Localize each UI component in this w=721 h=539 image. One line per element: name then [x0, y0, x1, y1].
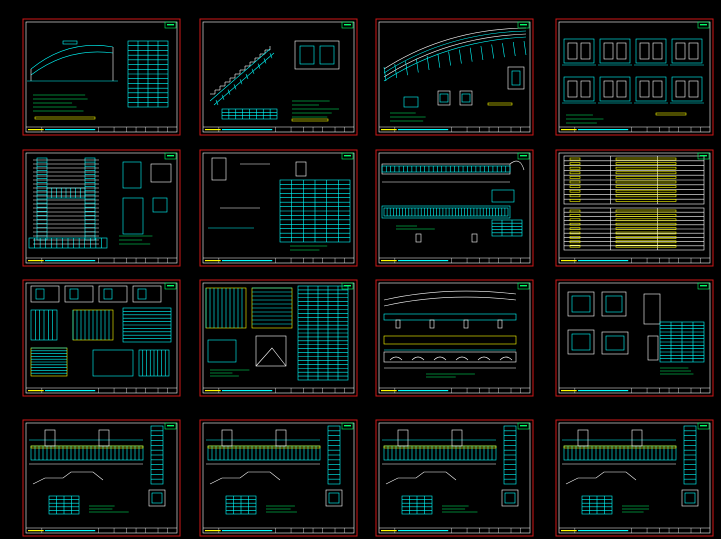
drawing-sheet-s9[interactable]: [22, 279, 181, 397]
title-block: [26, 126, 177, 132]
sheet-inner-border: [25, 152, 178, 264]
drawing-sheet-s11[interactable]: [375, 279, 534, 397]
drawing-sheet-s6[interactable]: [199, 149, 358, 267]
sheet-frame: [22, 419, 181, 537]
sheet-frame: [375, 279, 534, 397]
sheet-inner-border: [202, 422, 355, 534]
sheet-frame: [555, 18, 714, 136]
drawing-sheet-s7[interactable]: [375, 149, 534, 267]
sheet-drawing-content: [206, 425, 343, 515]
sheet-frame: [555, 149, 714, 267]
sheet-number-tag: [341, 422, 354, 430]
sheet-drawing-content: [29, 425, 166, 515]
drawing-sheet-s14[interactable]: [199, 419, 358, 537]
drawing-sheet-s5[interactable]: [22, 149, 181, 267]
sheet-drawing-content: [30, 285, 172, 377]
sheet-frame: [375, 419, 534, 537]
sheet-frame: [555, 419, 714, 537]
sheet-number-tag: [517, 282, 530, 290]
sheet-drawing-content: [383, 27, 527, 122]
title-block: [203, 387, 354, 393]
sheet-inner-border: [558, 282, 711, 394]
sheet-inner-border: [25, 422, 178, 534]
sheet-drawing-content: [381, 160, 525, 243]
sheet-drawing-content: [563, 155, 705, 251]
title-block: [379, 387, 530, 393]
sheet-number-tag: [164, 422, 177, 430]
title-block: [203, 527, 354, 533]
drawing-sheet-s12[interactable]: [555, 279, 714, 397]
sheet-frame: [22, 18, 181, 136]
sheet-inner-border: [202, 282, 355, 394]
sheet-drawing-content: [208, 157, 351, 251]
title-block: [559, 527, 710, 533]
sheet-number-tag: [164, 21, 177, 29]
sheet-number-tag: [517, 21, 530, 29]
title-block: [379, 126, 530, 132]
drawing-sheet-s13[interactable]: [22, 419, 181, 537]
sheet-inner-border: [25, 21, 178, 133]
title-block: [379, 527, 530, 533]
sheet-number-tag: [164, 152, 177, 160]
sheet-drawing-content: [27, 40, 169, 120]
sheet-frame: [375, 149, 534, 267]
sheet-drawing-content: [28, 157, 172, 249]
sheet-drawing-content: [209, 40, 340, 122]
title-block: [203, 126, 354, 132]
drawing-sheet-s2[interactable]: [199, 18, 358, 136]
sheet-drawing-content: [567, 291, 705, 375]
sheet-number-tag: [341, 21, 354, 29]
sheet-drawing-content: [562, 425, 699, 515]
title-block: [26, 257, 177, 263]
sheet-number-tag: [164, 282, 177, 290]
drawing-sheet-s8[interactable]: [555, 149, 714, 267]
title-block: [559, 257, 710, 263]
title-block: [203, 257, 354, 263]
sheet-number-tag: [517, 422, 530, 430]
sheet-drawing-content: [562, 38, 704, 124]
sheet-frame: [199, 279, 358, 397]
sheet-number-tag: [697, 282, 710, 290]
sheet-inner-border: [378, 152, 531, 264]
sheet-inner-border: [558, 422, 711, 534]
title-block: [26, 527, 177, 533]
sheet-number-tag: [341, 152, 354, 160]
title-block: [559, 387, 710, 393]
sheet-frame: [199, 18, 358, 136]
sheet-number-tag: [697, 422, 710, 430]
sheet-frame: [199, 149, 358, 267]
sheet-frame: [22, 279, 181, 397]
sheet-inner-border: [378, 422, 531, 534]
sheet-inner-border: [202, 21, 355, 133]
drawing-sheets: [22, 18, 714, 537]
drawing-sheet-s10[interactable]: [199, 279, 358, 397]
sheet-frame: [375, 18, 534, 136]
drawing-sheet-s4[interactable]: [555, 18, 714, 136]
sheet-drawing-content: [205, 285, 349, 381]
sheet-inner-border: [378, 282, 531, 394]
sheet-inner-border: [558, 152, 711, 264]
sheet-inner-border: [25, 282, 178, 394]
sheet-drawing-content: [382, 425, 519, 515]
sheet-number-tag: [517, 152, 530, 160]
sheet-inner-border: [202, 152, 355, 264]
sheet-number-tag: [697, 21, 710, 29]
drawing-sheet-s16[interactable]: [555, 419, 714, 537]
sheet-drawing-content: [383, 290, 517, 378]
sheet-frame: [199, 419, 358, 537]
title-block: [559, 126, 710, 132]
sheet-number-tag: [697, 152, 710, 160]
title-block: [379, 257, 530, 263]
sheet-inner-border: [558, 21, 711, 133]
sheet-frame: [22, 149, 181, 267]
title-block: [26, 387, 177, 393]
sheet-frame: [555, 279, 714, 397]
drawing-sheet-s15[interactable]: [375, 419, 534, 537]
sheet-number-tag: [341, 282, 354, 290]
sheet-inner-border: [378, 21, 531, 133]
drawing-sheet-s1[interactable]: [22, 18, 181, 136]
drawing-sheet-s3[interactable]: [375, 18, 534, 136]
